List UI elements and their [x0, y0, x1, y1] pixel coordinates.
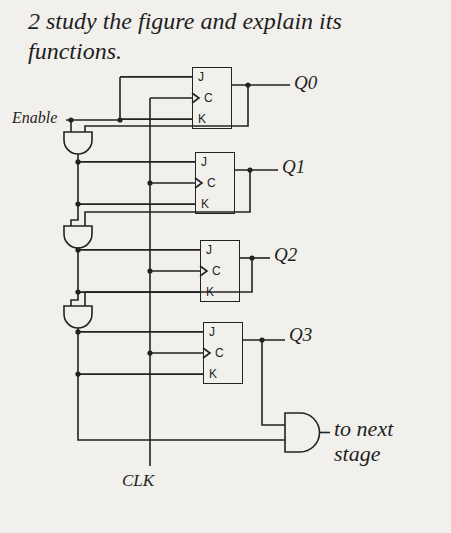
jk-flip-flop: JCK [192, 67, 232, 129]
wire [320, 432, 331, 434]
pin-name: J [206, 244, 212, 256]
wire [119, 77, 121, 120]
junction-dot [247, 167, 252, 172]
wire [78, 331, 203, 333]
wire [262, 340, 285, 425]
junction-dot [147, 350, 152, 355]
wire [150, 182, 195, 184]
junction-dot [147, 180, 152, 185]
and-gate [64, 132, 92, 154]
junction-dot [75, 247, 80, 252]
wire [232, 84, 290, 86]
wire [85, 85, 248, 132]
wire [78, 248, 200, 292]
signal-name: to next stage [334, 416, 394, 467]
title: 2 study the figure and explain its funct… [28, 6, 373, 66]
wire [235, 169, 278, 171]
junction-dot [245, 82, 250, 87]
wire [78, 328, 203, 374]
signal-name: Q1 [282, 156, 305, 178]
junction-dot [68, 117, 73, 122]
pin-name: J [201, 156, 207, 168]
junction-dot [117, 117, 122, 122]
junction-dot [75, 159, 80, 164]
wire [150, 352, 203, 354]
wire [120, 76, 192, 78]
and-gate [285, 413, 320, 452]
wire [78, 161, 195, 163]
signal-name: Q2 [274, 244, 297, 266]
wire [192, 93, 199, 103]
and-gate [64, 306, 92, 328]
junction-dot [75, 289, 80, 294]
pin-name: K [206, 286, 214, 298]
wire [78, 249, 200, 251]
junction-dot [75, 329, 80, 334]
pin-name: C [212, 265, 221, 277]
signal-name: Q0 [294, 72, 317, 94]
wire [120, 118, 192, 120]
signal-name: Q3 [289, 324, 312, 346]
wire [150, 270, 200, 272]
pin-name: C [204, 92, 213, 104]
pin-name: J [198, 71, 204, 83]
and-gate [64, 226, 92, 248]
junction-dot [259, 337, 264, 342]
wire [150, 97, 192, 99]
wire [203, 348, 210, 358]
signal-name: Enable [12, 109, 57, 127]
junction-dot [75, 201, 80, 206]
junction-dot [147, 268, 152, 273]
wire [78, 374, 285, 440]
jk-flip-flop: JCK [203, 322, 243, 384]
wire [240, 257, 270, 259]
wire [200, 266, 207, 276]
wire [85, 258, 252, 306]
wire [149, 98, 151, 466]
signal-name: CLK [122, 471, 154, 491]
wire [195, 178, 202, 188]
pin-name: J [209, 326, 215, 338]
wire [78, 154, 195, 204]
pin-name: C [215, 347, 224, 359]
wire [85, 170, 250, 226]
pin-name: K [209, 368, 217, 380]
wire [66, 119, 120, 121]
pin-name: C [207, 177, 216, 189]
jk-flip-flop: JCK [195, 152, 235, 214]
pin-name: K [198, 113, 206, 125]
junction-dot [249, 255, 254, 260]
wire [71, 204, 78, 226]
junction-dot [75, 371, 80, 376]
pin-name: K [201, 198, 209, 210]
jk-flip-flop: JCK [200, 240, 240, 302]
